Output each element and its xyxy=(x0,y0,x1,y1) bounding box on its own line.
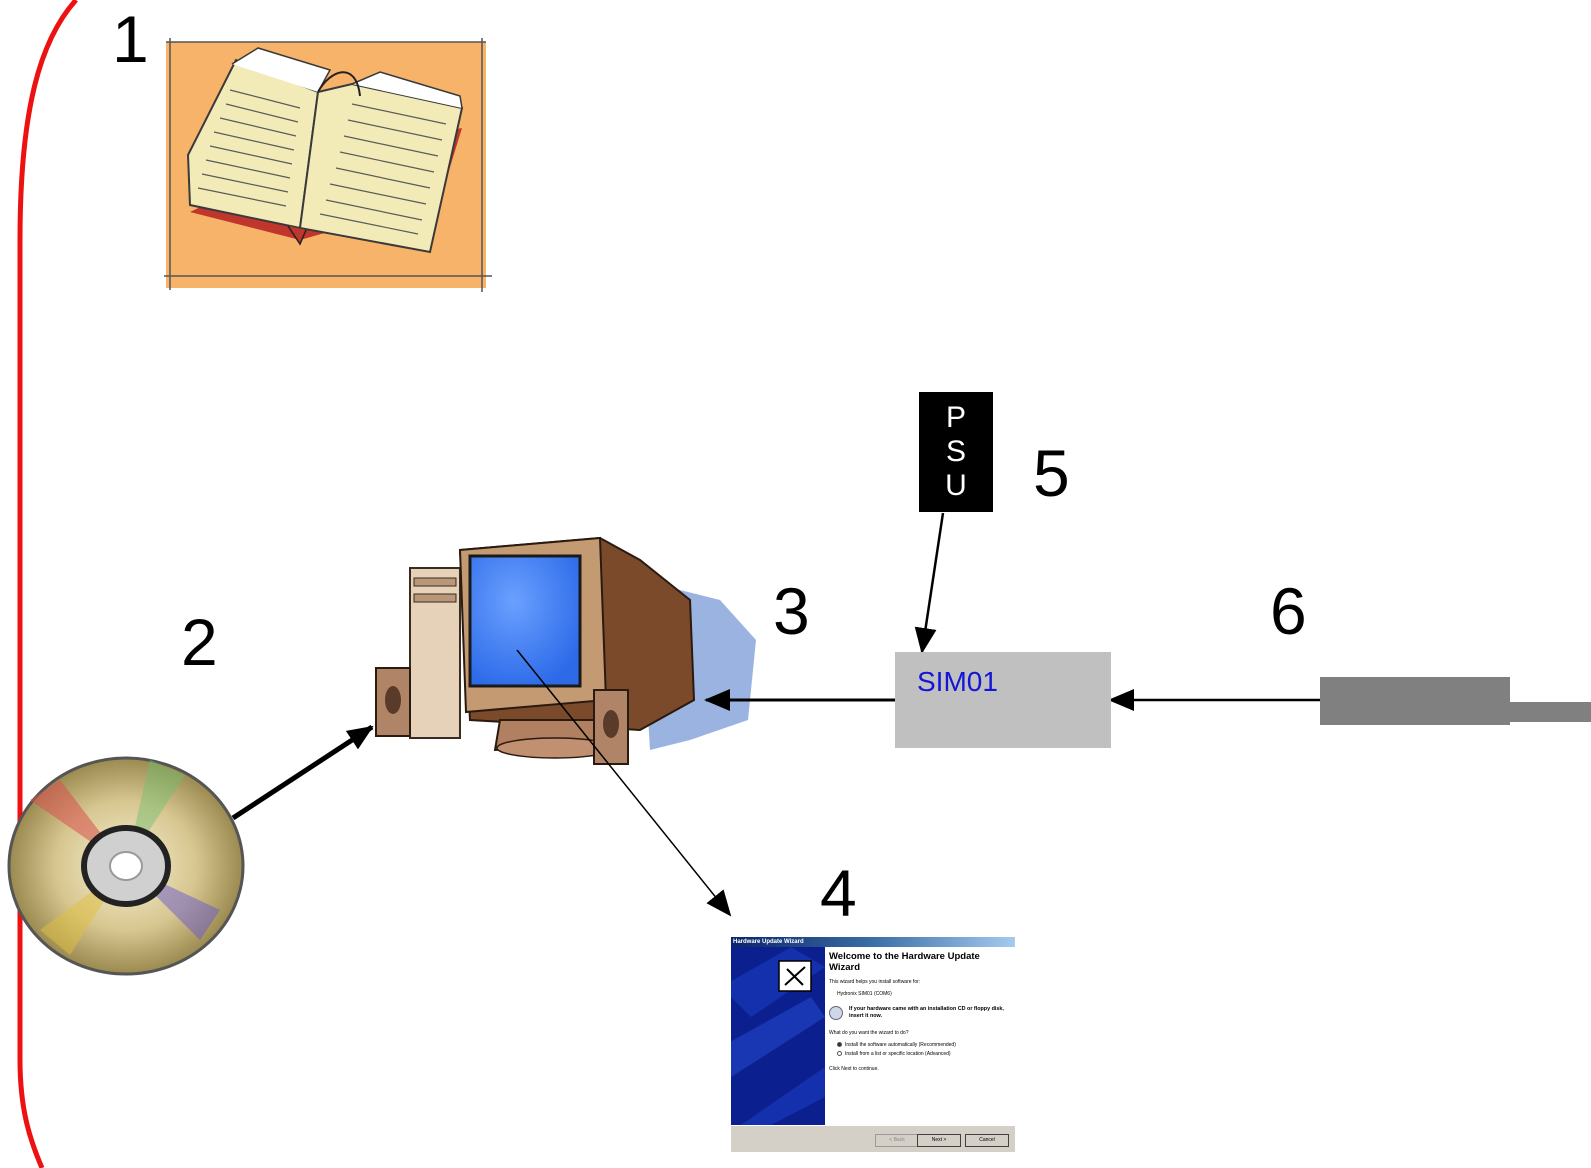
wizard-next-button[interactable]: Next > xyxy=(917,1134,961,1147)
pc-computer-icon xyxy=(375,536,756,765)
step-6-label: 6 xyxy=(1270,574,1307,648)
red-bracket-border xyxy=(17,0,78,1168)
step-4-label: 4 xyxy=(820,856,857,930)
wizard-option-manual[interactable]: Install from a list or specific location… xyxy=(829,1051,1013,1058)
step-2-label: 2 xyxy=(181,605,218,679)
step-1-label: 1 xyxy=(112,2,149,76)
wizard-continue-text: Click Next to continue. xyxy=(829,1066,879,1072)
wizard-option-manual-label: Install from a list or specific location… xyxy=(845,1051,951,1057)
wizard-option-auto-label: Install the software automatically (Reco… xyxy=(845,1042,956,1048)
step-5-label: 5 xyxy=(1033,436,1070,510)
wizard-title-bar: Hardware Update Wizard xyxy=(731,937,1015,947)
wizard-device-name: Hydronix SIM01 (COM6) xyxy=(837,991,892,997)
wizard-cd-prompt-row: If your hardware came with an installati… xyxy=(829,1006,1013,1020)
wizard-banner-graphic xyxy=(731,947,825,1125)
sensor-cable-icon xyxy=(1320,677,1591,725)
cd-to-pc-arrow xyxy=(231,724,374,821)
psu-letter-u: U xyxy=(945,469,967,502)
psu-box: P S U xyxy=(919,392,993,512)
software-cd-icon xyxy=(7,756,245,976)
cd-small-icon xyxy=(829,1006,843,1020)
wizard-side-banner xyxy=(731,947,825,1125)
wizard-intro: This wizard helps you install software f… xyxy=(829,979,921,985)
step-3-label: 3 xyxy=(773,574,810,648)
wizard-option-auto[interactable]: Install the software automatically (Reco… xyxy=(829,1042,1013,1049)
wizard-button-bar: < Back Next > Cancel xyxy=(731,1125,1015,1152)
radio-selected-icon[interactable] xyxy=(837,1042,842,1048)
psu-letter-s: S xyxy=(945,435,966,468)
wizard-cancel-button[interactable]: Cancel xyxy=(965,1134,1009,1147)
radio-unselected-icon[interactable] xyxy=(837,1051,842,1057)
wizard-cd-prompt: If your hardware came with an installati… xyxy=(849,1006,1004,1019)
hardware-update-wizard-thumbnail: Hardware Update Wizard Welcome to the Ha… xyxy=(731,937,1015,1152)
psu-letter-p: P xyxy=(945,401,966,434)
psu-to-sim-arrow xyxy=(914,512,945,654)
manual-book-icon xyxy=(164,38,492,292)
wizard-content: Welcome to the Hardware Update Wizard Th… xyxy=(829,951,1013,1078)
wizard-back-button[interactable]: < Back xyxy=(875,1134,919,1147)
sim01-interface-box: SIM01 xyxy=(895,652,1111,748)
pc-to-wizard-arrow xyxy=(516,649,732,917)
sim01-label: SIM01 xyxy=(917,666,998,697)
wizard-heading: Welcome to the Hardware Update Wizard xyxy=(829,951,980,973)
wizard-question: What do you want the wizard to do? xyxy=(829,1030,909,1036)
